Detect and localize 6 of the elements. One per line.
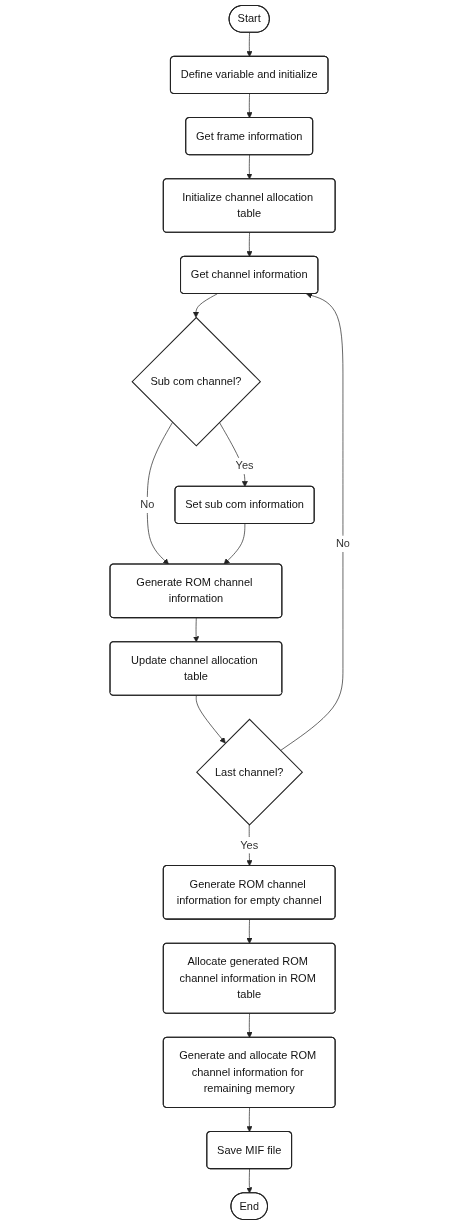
edge-label: No [140, 498, 155, 511]
node-diamond: Last channel? [196, 718, 304, 826]
edge-label: Yes [240, 839, 259, 851]
node-diamond: Sub com channel? [131, 316, 262, 447]
edge-label: No [335, 537, 350, 550]
edge-label: Yes [235, 459, 254, 472]
